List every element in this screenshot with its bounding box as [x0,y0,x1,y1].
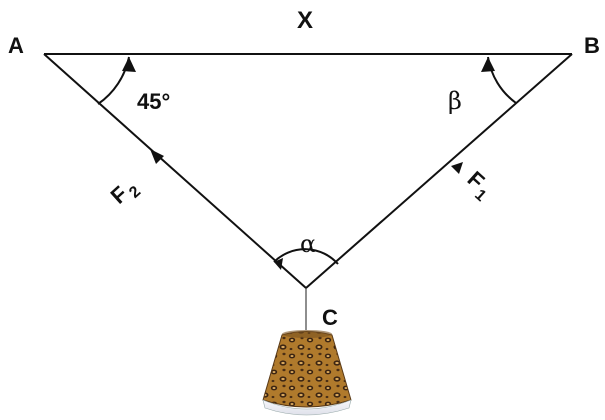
vertex-c-label: C [322,305,338,330]
top-side-label: X [297,7,313,34]
angle-arc-a-arrowhead [122,57,136,72]
angle-a-label: 45° [137,89,170,114]
angle-b-label: β [448,87,462,115]
angle-arc-a [97,56,130,105]
angle-arc-b [487,56,517,104]
force-f1-label: F 1 [463,166,490,205]
side-ac [43,53,307,289]
force-f2-main: F [106,181,133,209]
vertex-a-label: A [8,33,24,58]
f2-arrowhead [150,149,164,164]
force-f2-label: F 2 [106,181,145,209]
angle-c-label: α [300,230,316,258]
lampshade-weight [262,330,352,416]
angle-arc-c-arrowhead [274,258,283,270]
side-bc [305,53,573,289]
angle-arc-b-arrowhead [481,57,495,72]
angle-arc-c [273,248,339,265]
f1-arrowhead [451,162,463,174]
vertex-b-label: B [584,33,600,58]
